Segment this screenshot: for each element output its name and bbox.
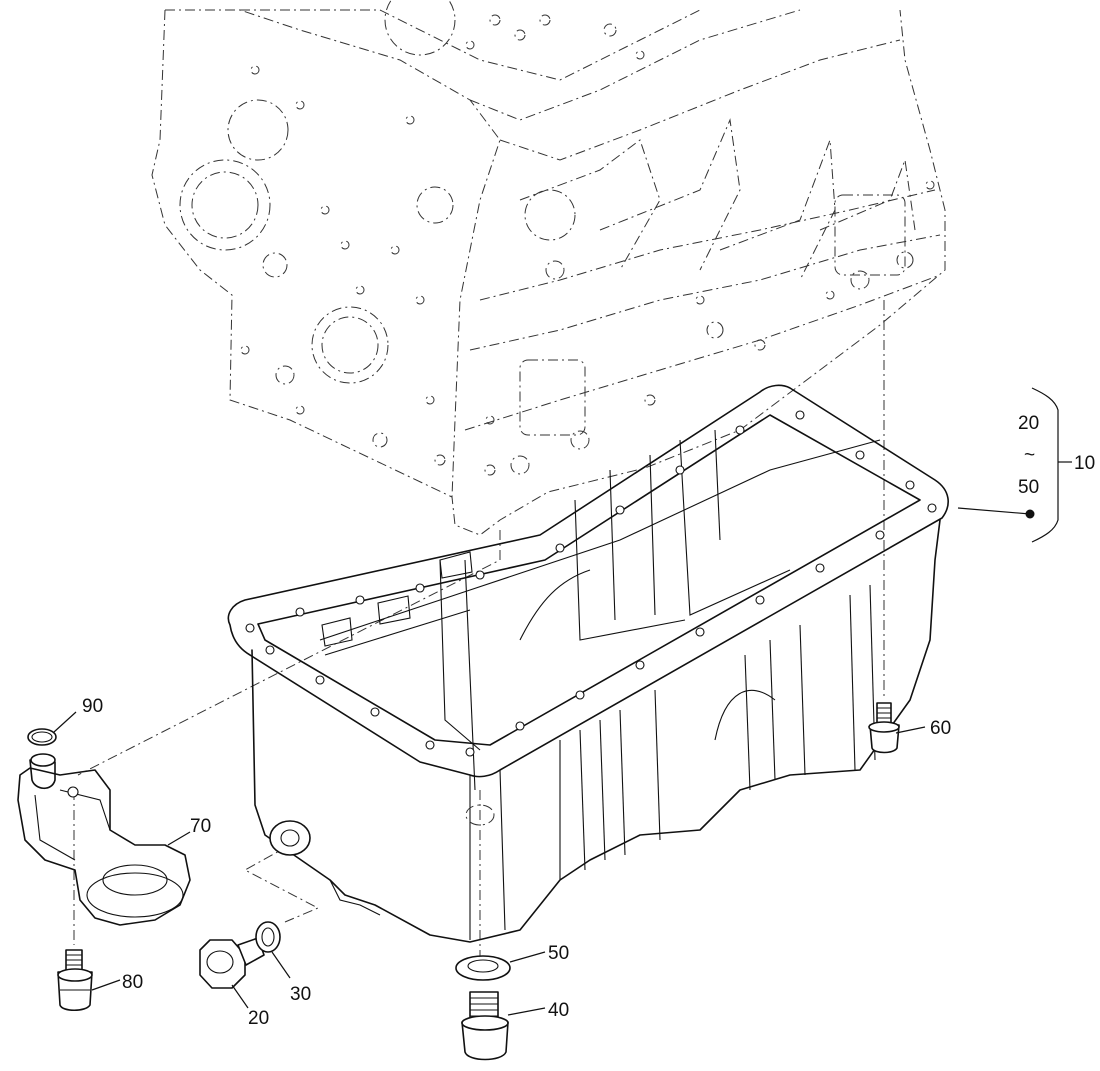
alignment-lines xyxy=(73,300,885,960)
callout-60: 60 xyxy=(930,718,951,739)
callout-20-range-start: 20 xyxy=(1018,413,1039,434)
callout-10: 10 xyxy=(1074,453,1095,474)
callouts: 20 ~ 50 10 90 70 60 80 20 30 50 40 xyxy=(82,413,1095,1029)
callout-dot xyxy=(1025,509,1035,519)
bolt-part-80 xyxy=(57,949,93,1012)
callout-90: 90 xyxy=(82,696,103,717)
oil-pan xyxy=(227,384,949,943)
drain-plug-part-20 xyxy=(199,937,265,989)
o-ring-part-90 xyxy=(27,728,57,746)
leader-lines xyxy=(53,387,1072,1016)
callout-30: 30 xyxy=(290,984,311,1005)
oil-strainer-part-70 xyxy=(17,753,191,926)
plug-part-40 xyxy=(461,991,509,1061)
bolt-part-60 xyxy=(868,702,900,754)
engine-block xyxy=(151,0,946,536)
callout-80: 80 xyxy=(122,972,143,993)
callout-70: 70 xyxy=(190,816,211,837)
callout-range-tilde: ~ xyxy=(1024,445,1035,466)
callout-50: 50 xyxy=(548,943,569,964)
washer-part-50 xyxy=(455,955,511,981)
callout-50-range-end: 50 xyxy=(1018,477,1039,498)
gasket-part-30 xyxy=(255,921,281,953)
callout-40: 40 xyxy=(548,1000,569,1021)
callout-20: 20 xyxy=(248,1008,269,1029)
